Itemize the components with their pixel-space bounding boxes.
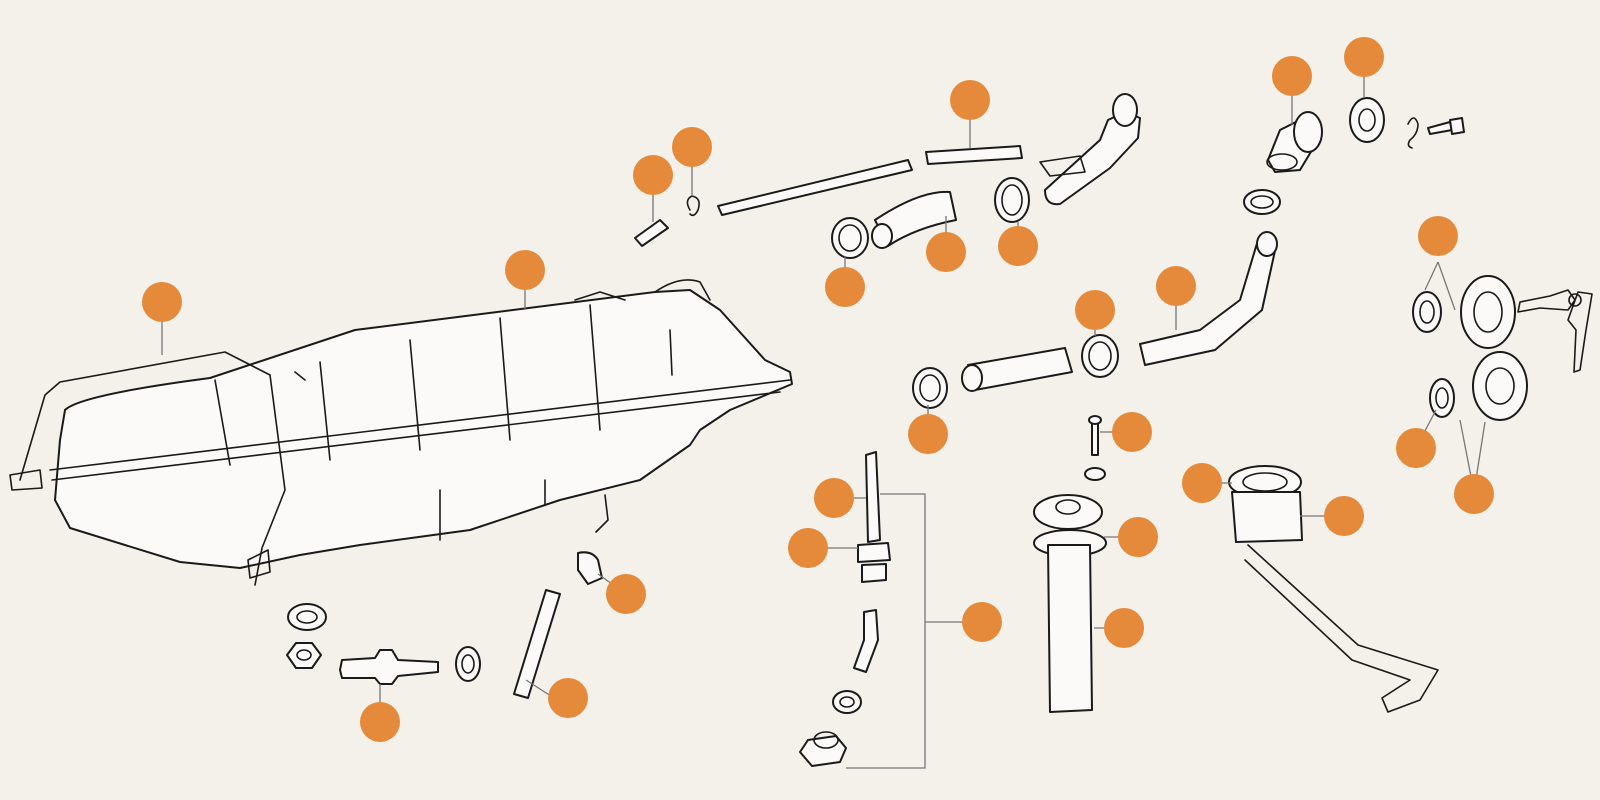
filler-neck-upper [1039,93,1465,215]
callout-fuel-hose[interactable] [548,678,588,718]
callout-filler-neck-ring[interactable] [1182,463,1222,503]
callout-locking-cap-gasket[interactable] [1396,428,1436,468]
filler-cap-unit [1228,465,1439,713]
callout-vent-clip[interactable] [672,127,712,167]
callout-locking-cap-upper[interactable] [1418,216,1458,256]
drain-parts [286,603,481,685]
callout-filler-neck-unit[interactable] [1324,496,1364,536]
fuel-tank [9,279,793,586]
filler-hoses-lower [912,231,1278,409]
fuel-tap-assembly [799,451,962,769]
callout-breather-hose[interactable] [926,232,966,272]
outlet-hose [513,551,603,699]
callout-filler-elbow[interactable] [1272,56,1312,96]
callout-hose-clamp-left[interactable] [908,414,948,454]
callout-fuel-tap-body[interactable] [788,528,828,568]
callout-hose-clamp-lower[interactable] [1075,290,1115,330]
callout-hose-clamp-upper-left[interactable] [825,267,865,307]
callout-fuel-tap-assembly[interactable] [962,602,1002,642]
fuel-gauge-sender [1033,415,1107,713]
callout-fuel-tap-pipe[interactable] [814,478,854,518]
callout-fuel-tank[interactable] [505,250,545,290]
callout-filler-gasket[interactable] [1344,37,1384,77]
callout-sender-screw[interactable] [1112,412,1152,452]
callout-sender-gasket[interactable] [1118,517,1158,557]
callout-hotspots [142,37,1494,742]
locking-caps [1412,261,1593,493]
callout-drain-plug[interactable] [360,702,400,742]
vent-line [634,145,1030,259]
callout-vent-hose[interactable] [950,80,990,120]
callout-gauge-sender[interactable] [1104,608,1144,648]
callout-vent-hose-small[interactable] [633,155,673,195]
callout-locking-cap-lower[interactable] [1454,474,1494,514]
callout-hose-clamp-upper-right[interactable] [998,226,1038,266]
callout-hose-elbow[interactable] [606,574,646,614]
callout-fuel-tank-strap[interactable] [142,282,182,322]
callout-filler-hose[interactable] [1156,266,1196,306]
